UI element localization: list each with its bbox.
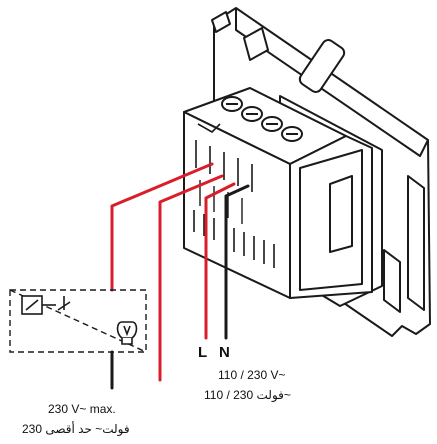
terminal-label-L: L [198,344,208,361]
neutral-wire-N [224,184,250,340]
live-wire-L [204,182,236,340]
live-wire-switch-2 [158,174,224,382]
module-body [183,87,373,299]
supply-voltage-en: 110 / 230 V~ [218,368,286,382]
terminal-label-N: N [219,344,230,361]
load-max-en: 230 V~ max. [48,402,116,416]
live-wire-switch-1 [110,162,214,292]
supply-voltage-ar: 110 / 230 فولت~ [204,388,291,402]
wires [110,162,250,390]
relay-coil-icon [21,295,71,315]
lamp-icon [116,321,138,345]
load-max-ar: 230 فولت~ حد أقصى [22,422,130,436]
